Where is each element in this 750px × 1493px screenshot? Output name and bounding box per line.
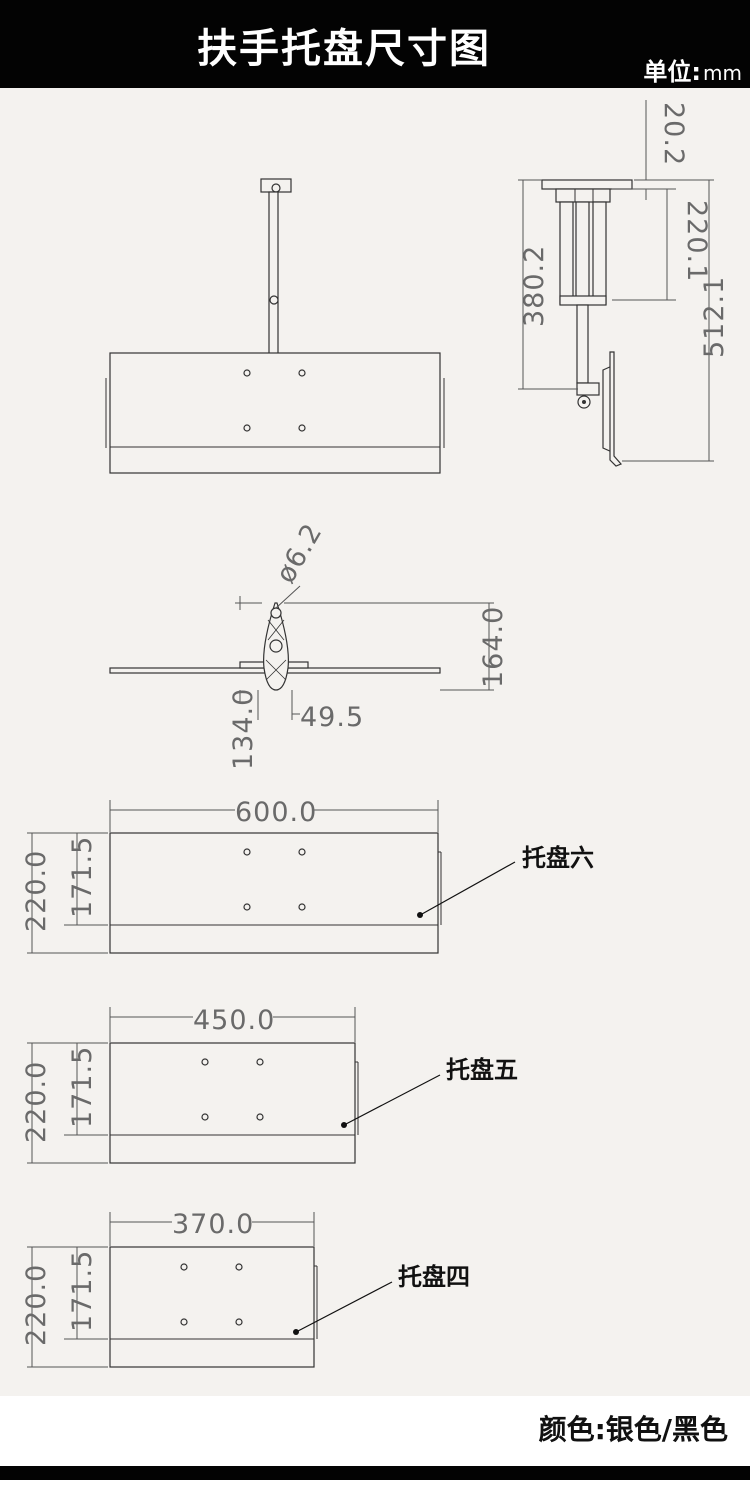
- side-rail-c: [592, 201, 607, 305]
- front-tray-holes: [243, 369, 306, 432]
- unit-value: mm: [703, 61, 742, 85]
- tray-four-label: 托盘四: [398, 1263, 470, 1291]
- side-view-dimensions: 20.2 220.1 512.1 380.2: [518, 100, 730, 462]
- tray-six-body: [109, 832, 439, 954]
- dim-134-0: 134.0: [228, 688, 259, 770]
- tray-five-height: 220.0: [21, 1061, 52, 1143]
- tray-five-drawing: 450.0 220.0 171.5 托盘五: [21, 1005, 518, 1164]
- footer-bar: [0, 1466, 750, 1480]
- front-view-assembly: [105, 178, 445, 474]
- tray-five-label: 托盘五: [446, 1056, 518, 1084]
- tray-six-width: 600.0: [235, 797, 317, 828]
- tray-five-inner: 171.5: [67, 1046, 98, 1128]
- mount-hole: [271, 183, 281, 193]
- tray-four-height: 220.0: [21, 1264, 52, 1346]
- color-options-note: 颜色:银色/黑色: [538, 1413, 728, 1446]
- dim-380-2: 380.2: [519, 245, 550, 327]
- tray-four-drawing: 370.0 220.0 171.5 托盘四: [21, 1209, 470, 1368]
- side-rail-b: [575, 201, 590, 305]
- dim-164-0: 164.0: [478, 606, 509, 688]
- dim-20-2: 20.2: [658, 102, 689, 166]
- front-tray-body: [109, 352, 441, 474]
- side-mount-plate: [541, 179, 633, 190]
- tray-five-body: [109, 1042, 356, 1164]
- top-center-hole: [269, 639, 283, 653]
- dimension-drawing: 20.2 220.1 512.1 380.2 ø6.2 164.0: [21, 100, 730, 1368]
- tray-four-width: 370.0: [172, 1209, 254, 1240]
- side-view-assembly: [541, 179, 633, 467]
- tray-six-height: 220.0: [21, 850, 52, 932]
- tray-six-inner: 171.5: [67, 836, 98, 918]
- tray-six-label: 托盘六: [522, 844, 594, 872]
- footer-band: [0, 1396, 750, 1466]
- side-clamp: [555, 188, 611, 203]
- tray-four-body: [109, 1246, 315, 1368]
- tray-four-inner: 171.5: [67, 1250, 98, 1332]
- side-tray-profile: [609, 351, 623, 467]
- unit-note: 单位:mm: [643, 52, 742, 87]
- dim-49-5: 49.5: [300, 702, 364, 733]
- side-rail-a: [559, 201, 574, 305]
- page-title: 扶手托盘尺寸图: [197, 26, 491, 72]
- unit-label: 单位:: [643, 58, 702, 86]
- side-rail-foot: [559, 295, 607, 306]
- arm-joint: [269, 295, 279, 305]
- dim-220-1: 220.1: [681, 200, 712, 282]
- dim-diameter-6-2: ø6.2: [270, 518, 329, 588]
- tray-five-width: 450.0: [193, 1005, 275, 1036]
- footer-margin: [0, 1480, 750, 1493]
- tray-six-drawing: 600.0 220.0 171.5 托盘六: [21, 797, 594, 954]
- top-view-assembly: [109, 602, 441, 691]
- header-bar: 扶手托盘尺寸图 单位:mm: [0, 0, 750, 88]
- side-lower-arm: [576, 304, 589, 384]
- dim-512-1: 512.1: [699, 276, 730, 358]
- top-pivot-hole: [270, 607, 282, 619]
- support-arm: [268, 191, 279, 355]
- side-hinge: [576, 382, 600, 396]
